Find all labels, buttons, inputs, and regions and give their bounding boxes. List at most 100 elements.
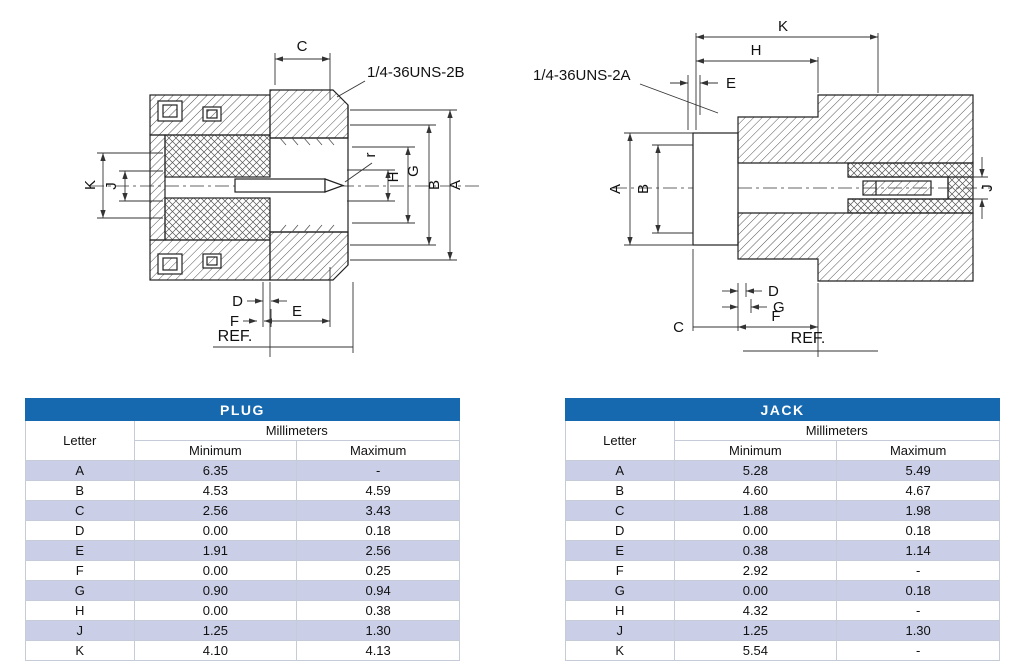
dim-label-J: J (979, 184, 996, 192)
dim-label-E: E (726, 75, 736, 92)
table-cell: 1.91 (133, 540, 298, 561)
dim-label-H: H (385, 172, 402, 183)
plug-insulator (164, 197, 271, 241)
table-cell: 0.18 (836, 520, 1000, 541)
table-cell: C (25, 500, 135, 521)
table-cell: 4.67 (836, 480, 1000, 501)
table-cell: 1.88 (673, 500, 838, 521)
table-cell: 0.90 (133, 580, 298, 601)
maximum-column-header: Maximum (836, 440, 1000, 461)
table-cell: 0.00 (673, 580, 838, 601)
table-cell: G (25, 580, 135, 601)
table-cell: B (25, 480, 135, 501)
minimum-column-header: Minimum (133, 440, 298, 461)
dim-label-A: A (447, 180, 464, 190)
plug-thread-label: 1/4-36UNS-2B (367, 64, 465, 81)
letter-column-header: Letter (25, 420, 135, 461)
table-cell: 6.35 (133, 460, 298, 481)
table-cell: 1.98 (836, 500, 1000, 521)
maximum-column-header: Maximum (296, 440, 460, 461)
plug-ref-label: REF. (218, 328, 253, 345)
dim-label-A: A (607, 184, 624, 194)
table-cell: H (25, 600, 135, 621)
table-cell: - (836, 560, 1000, 581)
dim-label-D: D (232, 293, 243, 310)
plug-center-pin (234, 178, 326, 193)
dim-label-F: F (771, 308, 780, 325)
table-cell: G (565, 580, 675, 601)
plug-coupling-nut (269, 231, 349, 281)
plug-body (149, 89, 349, 281)
dim-label-G: G (773, 299, 785, 316)
jack-dimension-lines (624, 33, 988, 357)
millimeters-header: Millimeters (673, 420, 1000, 441)
table-cell: 1.25 (673, 620, 838, 641)
dim-label-B: B (635, 184, 652, 194)
jack-table: JACK Letter Millimeters Minimum Maximum … (565, 398, 1000, 661)
dim-label-B: B (426, 180, 443, 190)
table-cell: E (565, 540, 675, 561)
table-cell: 2.56 (296, 540, 460, 561)
table-cell: 4.60 (673, 480, 838, 501)
table-cell: 1.14 (836, 540, 1000, 561)
jack-center-contact (862, 180, 932, 196)
table-cell: 0.18 (836, 580, 1000, 601)
table-cell: C (565, 500, 675, 521)
table-cell: D (25, 520, 135, 541)
dim-label-D: D (768, 283, 779, 300)
table-cell: F (565, 560, 675, 581)
table-cell: 0.38 (296, 600, 460, 621)
plug-dimension-lines (97, 53, 457, 357)
table-cell: 0.00 (133, 520, 298, 541)
table-cell: A (565, 460, 675, 481)
plug-drawing-svg: C 1/4-36UNS-2B A B G H r K J D F E REF. (82, 38, 480, 357)
dim-label-C: C (673, 319, 684, 336)
table-cell: 1.30 (836, 620, 1000, 641)
table-cell: 4.59 (296, 480, 460, 501)
table-cell: 4.13 (296, 640, 460, 661)
table-cell: - (296, 460, 460, 481)
table-cell: 0.94 (296, 580, 460, 601)
table-cell: 5.49 (836, 460, 1000, 481)
table-cell: H (565, 600, 675, 621)
table-cell: 0.18 (296, 520, 460, 541)
dim-label-G: G (405, 165, 422, 177)
table-cell: K (25, 640, 135, 661)
jack-ref-label: REF. (791, 330, 826, 347)
table-cell: A (25, 460, 135, 481)
jack-insulator (847, 198, 974, 214)
plug-coupling-nut (269, 89, 349, 139)
dim-label-K: K (85, 180, 99, 190)
minimum-column-header: Minimum (673, 440, 838, 461)
jack-flange (692, 132, 739, 246)
table-cell: 4.10 (133, 640, 298, 661)
dim-label-F: F (230, 313, 239, 330)
dim-label-H: H (751, 42, 762, 59)
table-cell: 0.00 (133, 600, 298, 621)
dim-label-C: C (297, 38, 308, 55)
jack-insulator (947, 176, 974, 200)
table-cell: 0.25 (296, 560, 460, 581)
dim-label-r: r (362, 153, 379, 158)
jack-insulator (847, 162, 974, 178)
table-cell: K (565, 640, 675, 661)
table-cell: 4.32 (673, 600, 838, 621)
